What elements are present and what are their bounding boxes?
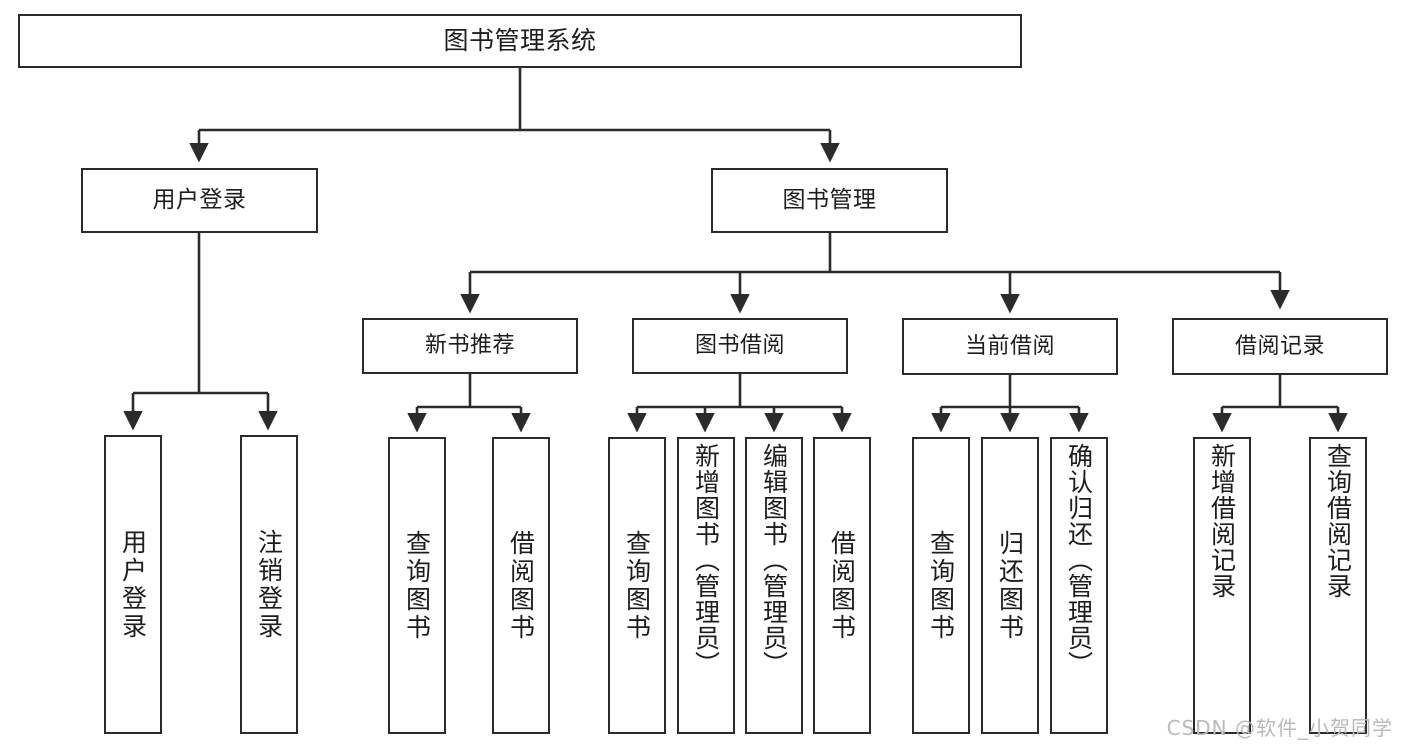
label-wrap: 查询图书 [622,439,652,732]
node-label: 图书管理系统 [443,26,597,56]
node-label: 借阅记录 [1234,333,1325,359]
label-wrap: 查询图书 [402,439,432,732]
node-leaf-query-book-1[interactable]: 查询图书 [388,437,446,734]
node-leaf-query-record[interactable]: 查询借阅记录 [1309,437,1367,734]
node-leaf-return-book[interactable]: 归还图书 [981,437,1039,734]
label-wrap: 借阅图书 [827,439,857,732]
label-wrap: 新增借阅记录 [1207,439,1237,736]
node-label: 查询借阅记录 [1323,443,1353,599]
node-leaf-confirm-return[interactable]: 确认归还（管理员） [1050,437,1108,734]
label-wrap: 借阅图书 [506,439,536,732]
label-wrap: 查询借阅记录 [1323,439,1353,736]
node-label: 归还图书 [995,529,1025,642]
node-label: 查询图书 [926,529,956,642]
node-leaf-borrow-book-1[interactable]: 借阅图书 [492,437,550,734]
node-leaf-query-book-2[interactable]: 查询图书 [608,437,666,734]
node-borrow-record[interactable]: 借阅记录 [1172,318,1388,375]
node-label: 图书管理 [782,186,877,213]
node-leaf-borrow-book-2[interactable]: 借阅图书 [813,437,871,734]
label-wrap: 查询图书 [926,439,956,732]
node-leaf-edit-book[interactable]: 编辑图书（管理员） [745,437,803,734]
label-wrap: 编辑图书（管理员） [759,439,789,736]
node-label: 确认归还（管理员） [1064,443,1094,677]
node-label: 用户登录 [118,528,148,641]
label-wrap: 用户登录 [118,437,148,732]
node-book-manage[interactable]: 图书管理 [711,168,948,233]
node-label: 编辑图书（管理员） [759,443,789,677]
node-label: 新书推荐 [424,333,515,359]
node-label: 新增借阅记录 [1207,443,1237,599]
label-wrap: 注销登录 [254,437,284,732]
node-leaf-add-record[interactable]: 新增借阅记录 [1193,437,1251,734]
node-label: 图书借阅 [694,333,785,359]
node-new-book-recommend[interactable]: 新书推荐 [362,318,578,374]
node-label: 当前借阅 [964,333,1055,359]
node-label: 新增图书（管理员） [691,443,721,677]
node-leaf-add-book[interactable]: 新增图书（管理员） [677,437,735,734]
node-leaf-query-book-3[interactable]: 查询图书 [912,437,970,734]
node-current-borrow[interactable]: 当前借阅 [902,318,1118,375]
node-label: 借阅图书 [827,529,857,642]
label-wrap: 确认归还（管理员） [1064,439,1094,736]
node-user-login[interactable]: 用户登录 [81,168,318,233]
node-label: 注销登录 [254,528,284,641]
node-label: 查询图书 [622,529,652,642]
node-leaf-user-login[interactable]: 用户登录 [104,435,162,734]
node-label: 用户登录 [152,186,247,213]
node-root-system[interactable]: 图书管理系统 [18,14,1022,68]
label-wrap: 归还图书 [995,439,1025,732]
csdn-watermark: CSDN @软件_小贺同学 [1166,716,1393,740]
label-wrap: 新增图书（管理员） [691,439,721,736]
node-label: 借阅图书 [506,529,536,642]
node-book-borrow[interactable]: 图书借阅 [632,318,848,374]
node-label: 查询图书 [402,529,432,642]
node-leaf-user-logout[interactable]: 注销登录 [240,435,298,734]
